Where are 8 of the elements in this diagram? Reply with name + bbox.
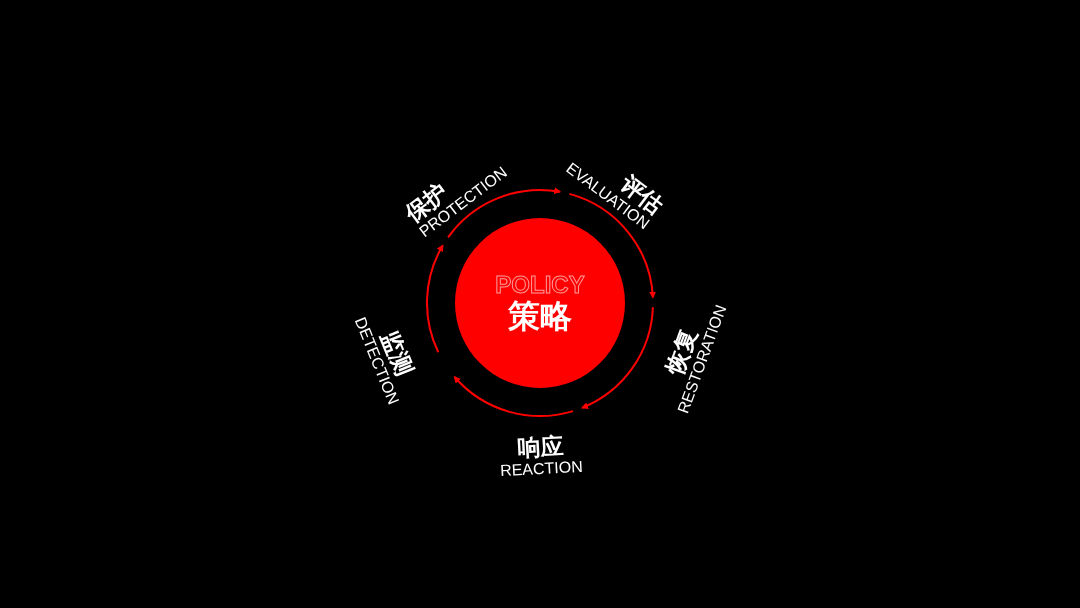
- cycle-arrow: [426, 244, 444, 354]
- center-title: 策略: [508, 298, 572, 334]
- cycle-arrow: [447, 187, 562, 239]
- outline-title: POLICY: [495, 272, 585, 298]
- cycle-arrow: [581, 306, 654, 409]
- cycle-arrow: [568, 192, 656, 299]
- cycle-arrow: [453, 376, 574, 417]
- stage-title: 响应: [516, 432, 564, 462]
